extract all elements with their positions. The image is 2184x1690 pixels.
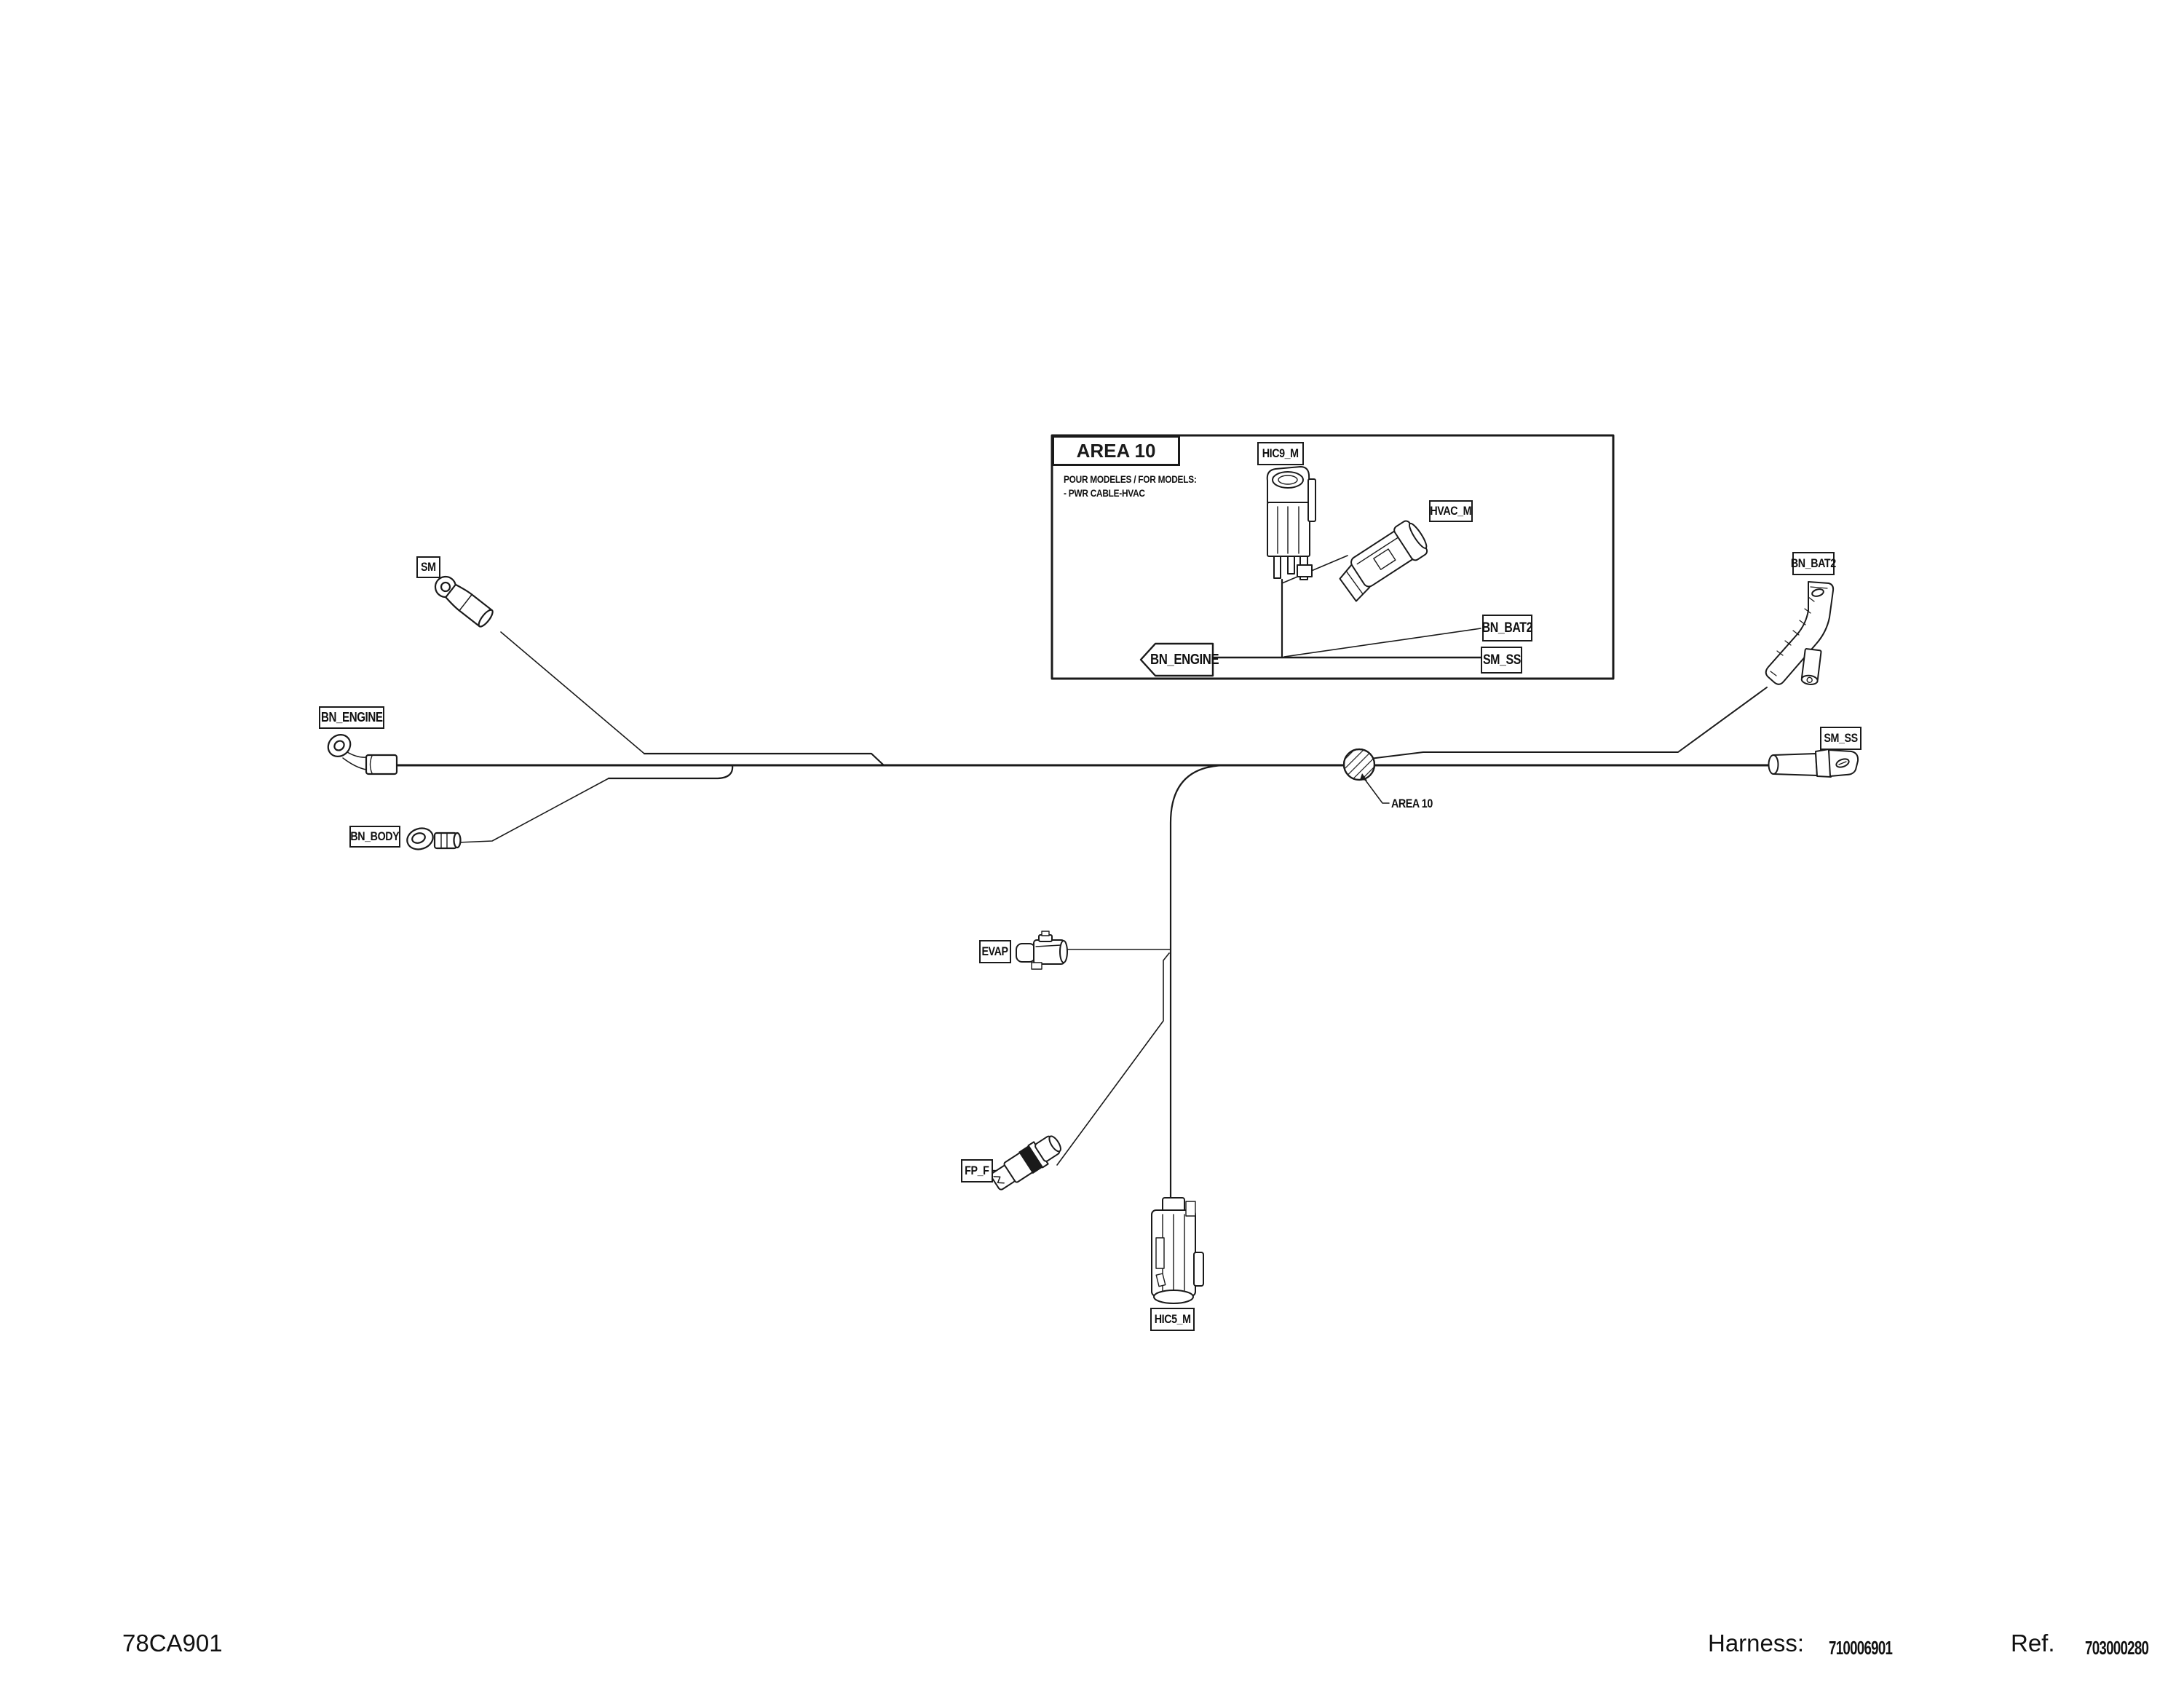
footer-ref-number: 703000280: [2085, 1637, 2149, 1659]
hvac-m-connector: [1339, 520, 1428, 602]
leader-lines: [457, 631, 1171, 950]
area10-inset-notes: POUR MODELES / FOR MODELS: - PWR CABLE-H…: [1064, 473, 1197, 501]
hic5-m-connector: [1151, 1197, 1204, 1304]
label-hic9-m: HIC9_M: [1257, 442, 1304, 465]
footer-harness-number: 710006901: [1829, 1637, 1893, 1659]
footer-harness-label: Harness:: [1708, 1630, 1805, 1657]
bn-body-leader: [457, 778, 609, 843]
inset-bnbat2-leader: [1283, 628, 1481, 658]
hic9-m-connector: [1266, 466, 1316, 580]
bn-bat2-terminal: [1765, 581, 1835, 685]
fp-f-connector: [973, 1135, 1061, 1190]
label-inset-bn-engine: BN_ENGINE: [1150, 651, 1219, 668]
area10-marker: [1342, 748, 1390, 804]
label-bn-engine: BN_ENGINE: [319, 706, 384, 729]
bn-body-terminal: [406, 827, 462, 850]
main-harness-line: [395, 687, 1770, 1201]
inset-hvac-leader: [1281, 555, 1348, 584]
label-inset-sm-ss: SM_SS: [1481, 647, 1522, 674]
note-line-2: - PWR CABLE-HVAC: [1064, 487, 1145, 499]
label-sm-ss: SM_SS: [1820, 727, 1861, 750]
sm-terminal: [434, 575, 494, 628]
sm-ss-terminal: [1768, 749, 1859, 778]
bn-engine-arrow-tag: [1139, 642, 1214, 677]
area10-inset-box: [1051, 434, 1615, 680]
label-hic5-m: HIC5_M: [1150, 1308, 1195, 1331]
area10-inset-title: AREA 10: [1052, 435, 1180, 466]
area10-callout-leader: [1363, 777, 1390, 804]
evap-connector: [1016, 931, 1068, 970]
note-line-1: POUR MODELES / FOR MODELS:: [1064, 474, 1197, 485]
label-sm: SM: [416, 556, 440, 578]
footer-drawing-code: 78CA901: [122, 1630, 223, 1657]
label-fp-f: FP_F: [961, 1159, 993, 1182]
label-evap: EVAP: [979, 940, 1011, 963]
sm-leader: [500, 631, 645, 754]
footer-ref-label: Ref.: [2011, 1630, 2055, 1657]
label-inset-bn-bat2: BN_BAT2: [1482, 615, 1533, 641]
area10-callout-text: AREA 10: [1391, 797, 1433, 810]
area10-callout-arrowhead: [1360, 773, 1367, 781]
label-bn-bat2: BN_BAT2: [1791, 552, 1836, 575]
label-bn-body: BN_BODY: [349, 826, 400, 848]
bn-engine-terminal: [327, 734, 398, 775]
label-hvac-m: HVAC_M: [1429, 500, 1473, 522]
